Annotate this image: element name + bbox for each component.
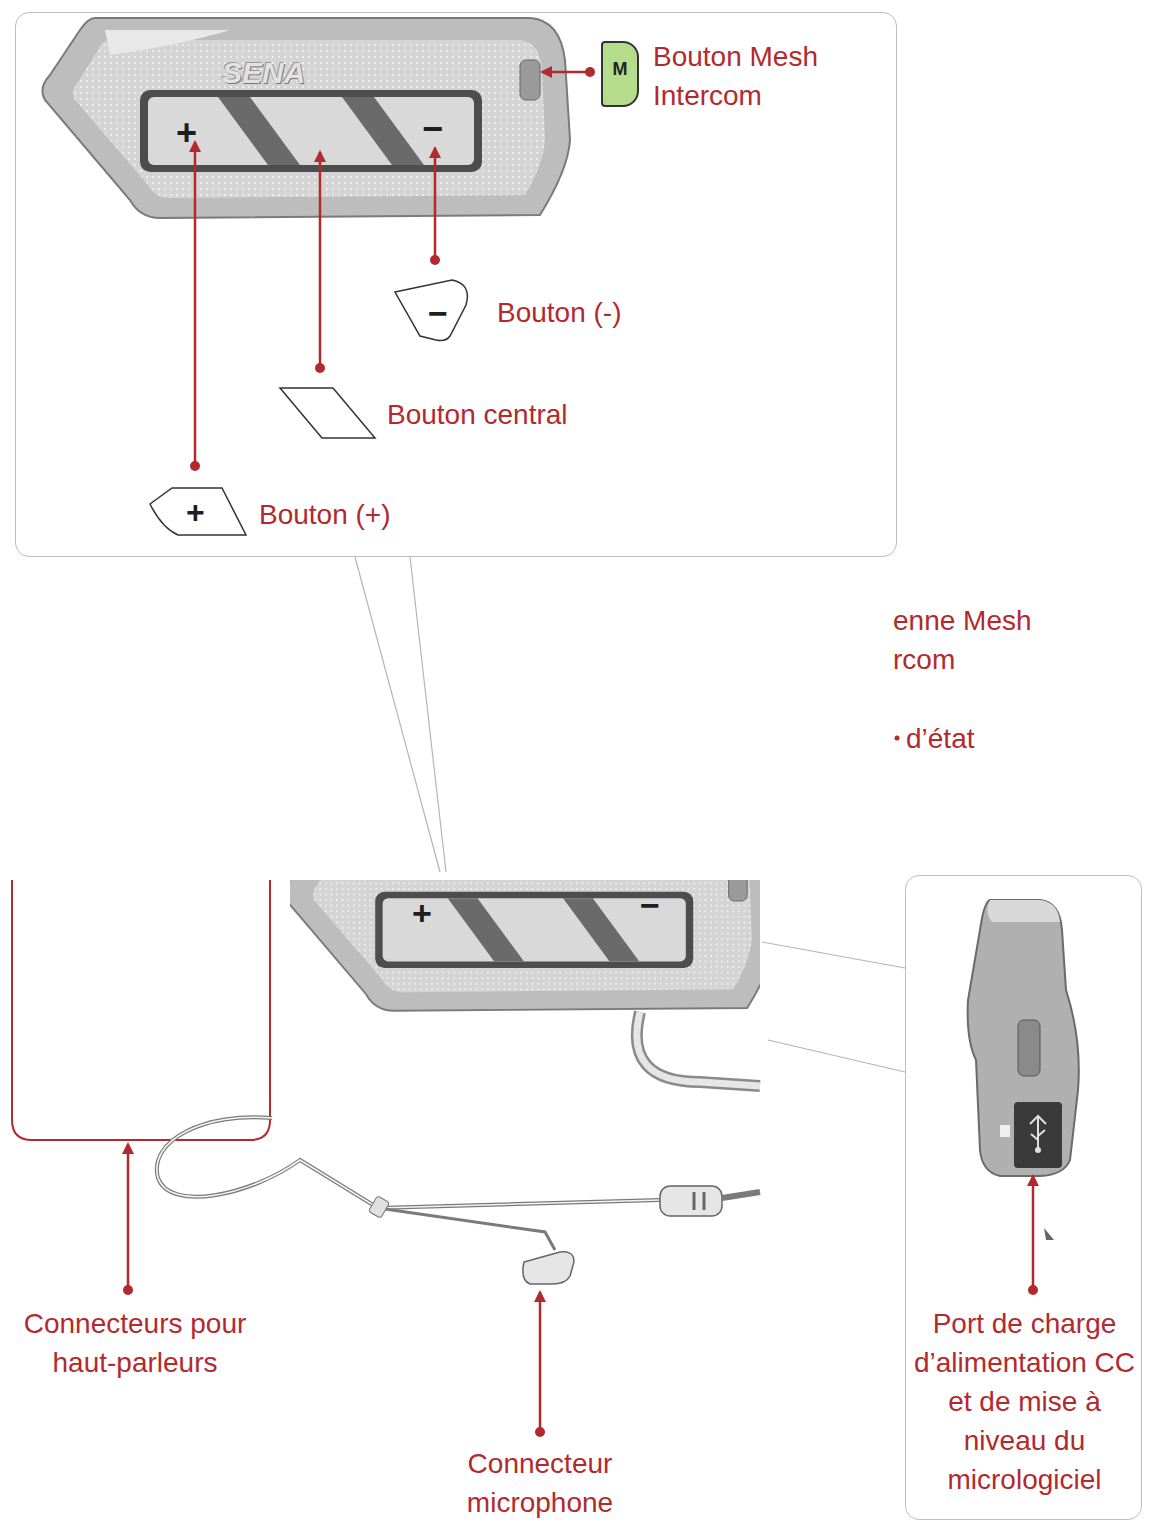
cable xyxy=(637,1012,760,1086)
part-label: Connecteur microphone xyxy=(425,1444,655,1522)
cable xyxy=(637,1012,760,1086)
leader-line xyxy=(127,1144,130,1290)
plus-symbol: + xyxy=(186,490,226,534)
leader-dot xyxy=(190,461,200,471)
microphone-connector xyxy=(523,1252,574,1284)
status-light xyxy=(1000,1125,1010,1137)
leader-line xyxy=(319,152,322,368)
button-letter: M xyxy=(601,57,639,82)
inset-panel: Bouton Mesh IntercomBouton (-) Bouton cen… xyxy=(15,12,897,557)
leader-dot xyxy=(430,255,440,265)
leader-dot xyxy=(315,363,325,373)
callout-line xyxy=(768,1040,905,1072)
leader-dot xyxy=(535,1427,545,1437)
leader-line xyxy=(434,148,437,260)
leader-line xyxy=(539,1292,542,1432)
leader-dot xyxy=(1028,1285,1038,1295)
leader-dot xyxy=(585,67,595,77)
minus-symbol: − xyxy=(428,290,468,337)
cursor-mark xyxy=(1044,1228,1054,1240)
speaker-connector-box xyxy=(12,880,270,1140)
plus-button-icon xyxy=(150,488,246,535)
inline-connector xyxy=(660,1186,722,1216)
callout-line xyxy=(410,557,446,872)
wire xyxy=(722,1192,760,1198)
button-label: Bouton Mesh Intercom xyxy=(653,37,868,115)
cropped-label: d’état xyxy=(906,719,1046,758)
minus-button-icon xyxy=(395,280,467,341)
wire xyxy=(157,1117,660,1208)
callout-line xyxy=(762,942,905,968)
center-button-icon xyxy=(280,388,375,438)
part-label: Connecteurs pour haut-parleurs xyxy=(5,1304,265,1382)
callout-line xyxy=(355,557,440,872)
wire-clip xyxy=(368,1196,389,1219)
headset-side-view xyxy=(987,900,1060,922)
usb-symbol xyxy=(1035,1147,1041,1153)
plus-symbol: + xyxy=(176,108,216,158)
port-label: Port de charge d’alimentation CC et de m… xyxy=(912,1304,1137,1499)
button-label: Bouton (+) xyxy=(259,495,459,534)
leader-dot xyxy=(123,1285,133,1295)
button-label: Bouton (-) xyxy=(497,293,697,332)
minus-symbol: − xyxy=(640,882,680,929)
headset-side-view xyxy=(968,900,1079,1176)
cropped-label: enne Mesh rcom xyxy=(893,601,1053,679)
side-button xyxy=(1018,1020,1040,1076)
usb-port-cover xyxy=(1014,1102,1062,1168)
headset-unit-bottom xyxy=(290,880,760,1011)
plus-symbol: + xyxy=(412,890,452,937)
brand-logo: SENA xyxy=(222,52,342,93)
usb-symbol xyxy=(1030,1116,1046,1148)
leader-line xyxy=(1032,1176,1035,1290)
inset-panel: Port de charge d’alimentation CC et de m… xyxy=(905,875,1142,1520)
inline-connector xyxy=(703,1192,706,1210)
wire xyxy=(157,1117,660,1208)
leader-line xyxy=(194,142,197,466)
headset-unit xyxy=(42,18,570,218)
fragment-dot xyxy=(895,736,900,741)
wire xyxy=(378,1208,555,1250)
button-label: Bouton central xyxy=(387,395,647,434)
minus-symbol: − xyxy=(422,104,462,154)
inline-connector xyxy=(693,1192,696,1210)
leader-line xyxy=(542,71,590,74)
mesh-button-badge: M xyxy=(601,41,639,107)
